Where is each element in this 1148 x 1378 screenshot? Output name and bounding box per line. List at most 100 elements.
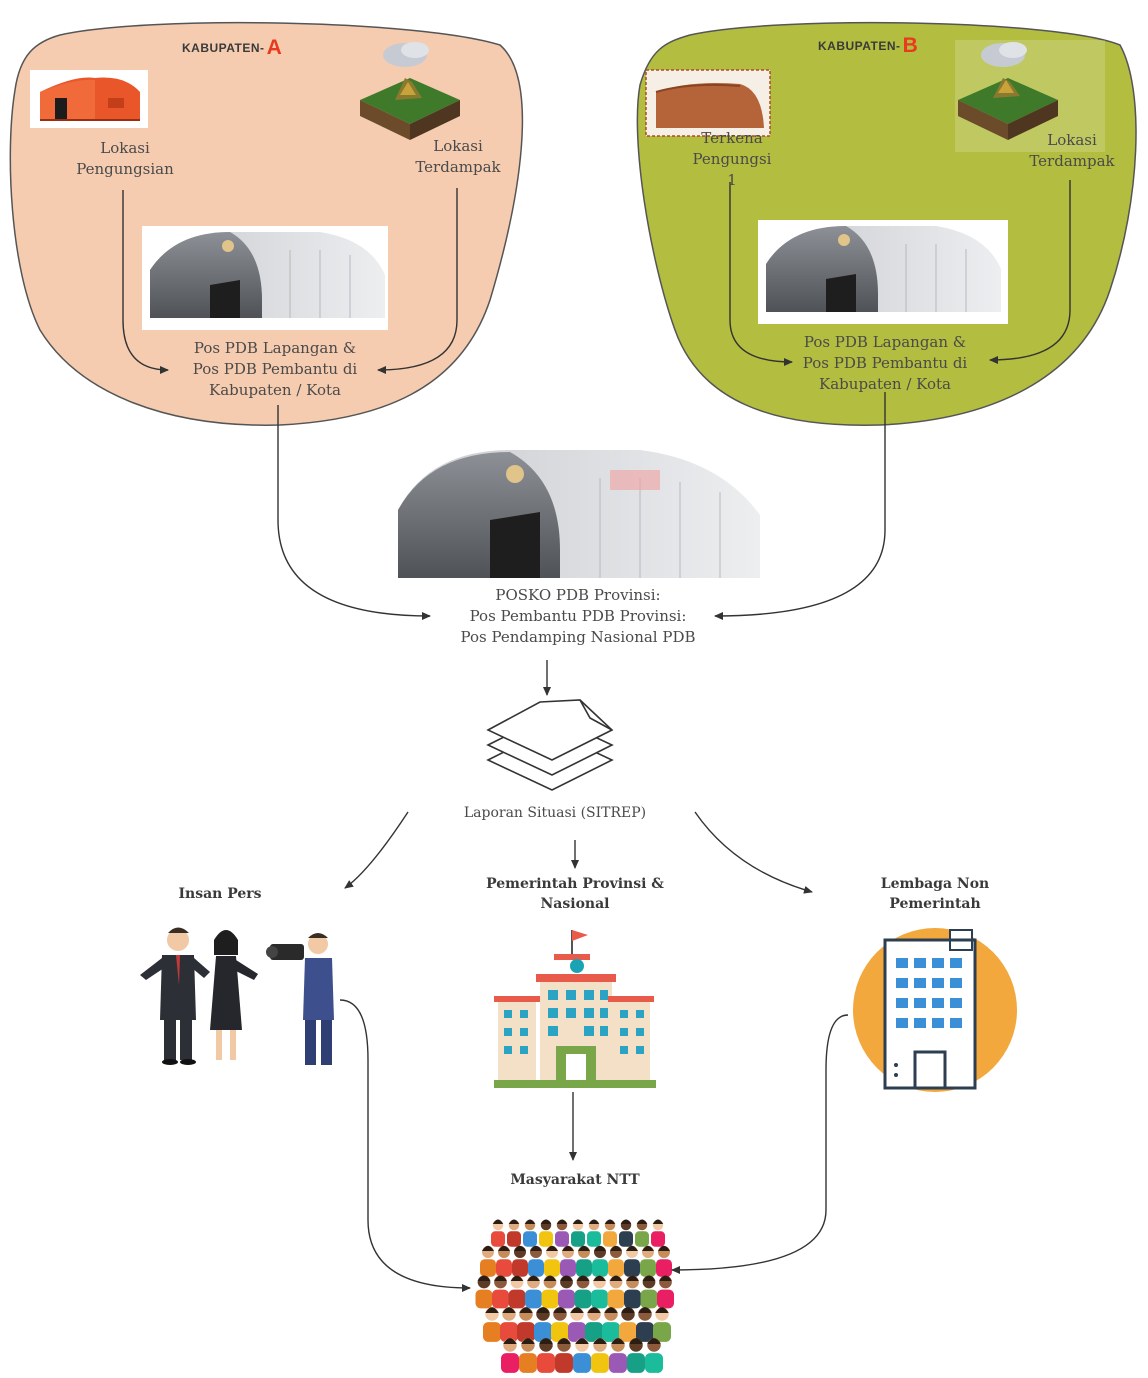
- crowd-person-hair: [587, 1307, 601, 1313]
- document-stack-icon: [486, 699, 614, 791]
- crowd-person-body: [657, 1289, 674, 1309]
- crowd-person-hair: [527, 1275, 540, 1281]
- arrow-terdampak-a-to-pos-a: [377, 188, 458, 374]
- crowd-person-body: [640, 1289, 658, 1309]
- label-line: Lokasi: [1047, 131, 1097, 149]
- mud-tent-icon: [645, 69, 771, 137]
- crowd-person-hair: [492, 1219, 504, 1224]
- crowd-person-body: [523, 1231, 537, 1247]
- crowd-person-hair: [562, 1245, 574, 1251]
- crowd-person-body: [555, 1231, 569, 1247]
- press-people-icon: [140, 927, 334, 1065]
- arrow-terdampak-b-to-pos-b: [989, 180, 1071, 364]
- crowd-person-body: [574, 1289, 592, 1309]
- crowd-person-body: [507, 1231, 521, 1247]
- crowd-person-hair: [524, 1219, 536, 1224]
- crowd-person-hair: [521, 1338, 535, 1344]
- crowd-person-hair: [588, 1219, 600, 1224]
- kabupaten-b-letter: B: [902, 34, 919, 57]
- crowd-person-hair: [502, 1307, 516, 1313]
- pos-pdb-b-label: Pos PDB Lapangan & Pos PDB Pembantu di K…: [770, 332, 1000, 395]
- crowd-person-hair: [578, 1245, 590, 1251]
- crowd-person-body: [539, 1231, 553, 1247]
- crowd-person-body: [560, 1259, 576, 1277]
- crowd-person-body: [528, 1259, 544, 1277]
- crowd-person-body: [609, 1353, 627, 1373]
- lokasi-terdampak-a-label: Lokasi Terdampak: [398, 136, 518, 178]
- crowd-person-body: [537, 1353, 555, 1373]
- crowd-person-hair: [575, 1338, 589, 1344]
- crowd-person-hair: [652, 1219, 664, 1224]
- label-line: Pos PDB Pembantu di: [192, 360, 358, 378]
- label-line: Pos Pembantu PDB Provinsi:: [469, 607, 687, 625]
- crowd-person-hair: [560, 1275, 573, 1281]
- crowd-person-body: [500, 1322, 518, 1342]
- label-line: Terdampak: [1029, 152, 1115, 170]
- crowd-person-body: [573, 1353, 591, 1373]
- lokasi-terdampak-b-label: Lokasi Terdampak: [1010, 130, 1134, 172]
- crowd-person-body: [501, 1353, 519, 1373]
- arrow-pengungsian-a-to-pos-a: [122, 190, 169, 374]
- crowd-person-hair: [519, 1307, 533, 1313]
- crowd-person-hair: [510, 1275, 524, 1281]
- crowd-person-body: [645, 1353, 663, 1373]
- label-line: Pos PDB Lapangan &: [193, 339, 357, 357]
- crowd-person-body: [602, 1322, 620, 1342]
- label-line: Pengungsian: [76, 160, 174, 178]
- crowd-person-body: [635, 1231, 649, 1247]
- crowd-person-body: [585, 1322, 603, 1342]
- kabupaten-a-letter: A: [266, 36, 283, 59]
- crowd-person-hair: [494, 1275, 507, 1281]
- crowd-person-body: [517, 1322, 535, 1342]
- arrow-pers-to-masyarakat: [339, 999, 471, 1292]
- crowd-person-hair: [543, 1275, 557, 1281]
- gray-tent-icon: [398, 450, 760, 578]
- crowd-person-hair: [557, 1338, 571, 1344]
- crowd-person-body: [651, 1231, 665, 1247]
- crowd-person-body: [603, 1231, 617, 1247]
- label-line: Pemerintah: [889, 896, 981, 912]
- crowd-person-hair: [593, 1275, 606, 1281]
- crowd-person-body: [519, 1353, 537, 1373]
- crowd-person-body: [592, 1259, 608, 1277]
- kabupaten-b-title-text: KABUPATEN-: [818, 39, 901, 53]
- crowd-person-body: [571, 1231, 585, 1247]
- crowd-person-body: [544, 1259, 560, 1277]
- crowd-person-body: [619, 1322, 637, 1342]
- crowd-person-body: [512, 1259, 528, 1277]
- posko-provinsi-label: POSKO PDB Provinsi: Pos Pembantu PDB Pro…: [418, 585, 738, 648]
- crowd-person-body: [627, 1353, 645, 1373]
- crowd-person-hair: [611, 1338, 625, 1344]
- crowd-person-body: [607, 1289, 625, 1309]
- crowd-person-body: [656, 1259, 672, 1277]
- crowd-person-body: [636, 1322, 654, 1342]
- crowd-person-hair: [626, 1245, 638, 1251]
- government-building-icon: [494, 930, 656, 1088]
- gray-tent-icon: [142, 226, 388, 330]
- crowd-person-hair: [604, 1307, 618, 1313]
- label-line: 1: [727, 171, 737, 189]
- label-line: Terkena: [701, 129, 763, 147]
- volcano-diorama-icon: [955, 40, 1105, 152]
- label-line: Terdampak: [415, 158, 501, 176]
- gray-tent-icon: [758, 220, 1008, 324]
- label-line: Pengungsi: [692, 150, 772, 168]
- crowd-person-body: [568, 1322, 586, 1342]
- crowd-person-body: [508, 1289, 526, 1309]
- crowd-person-body: [576, 1259, 592, 1277]
- crowd-person-hair: [546, 1245, 558, 1251]
- crowd-person-hair: [610, 1245, 622, 1251]
- label-line: Masyarakat NTT: [510, 1172, 640, 1188]
- crowd-person-body: [480, 1259, 496, 1277]
- crowd-person-hair: [620, 1219, 632, 1224]
- crowd-person-body: [591, 1289, 608, 1309]
- crowd-person-hair: [572, 1219, 584, 1224]
- crowd-person-hair: [539, 1338, 553, 1344]
- crowd-person-hair: [570, 1307, 584, 1313]
- arrow-pos-a-to-provinsi: [277, 405, 431, 620]
- label-line: Lokasi: [100, 139, 150, 157]
- connectors: [122, 180, 1071, 1292]
- crowd-person-hair: [508, 1219, 520, 1224]
- orange-tent-icon: [30, 70, 148, 128]
- crowd-person-body: [525, 1289, 542, 1309]
